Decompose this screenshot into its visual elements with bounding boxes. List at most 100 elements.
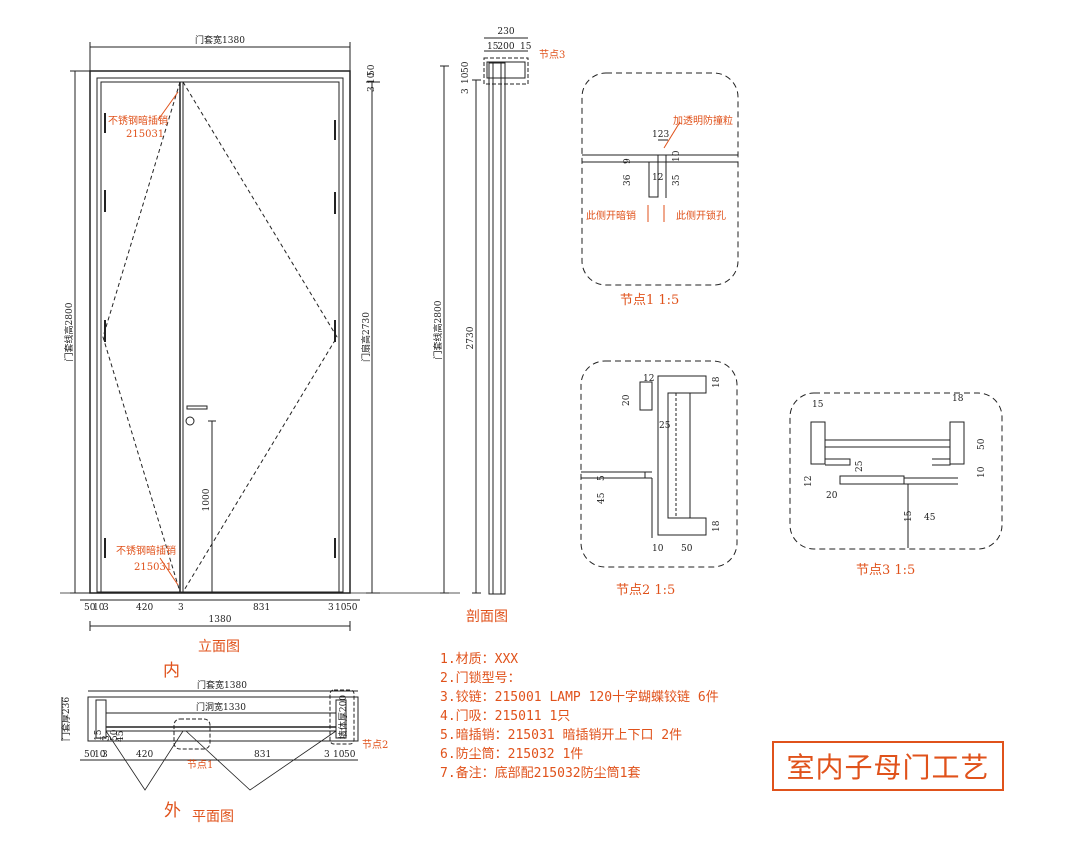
svg-text:10: 10 (977, 466, 987, 478)
elevation-total-width: 1380 (209, 615, 232, 625)
section-sub-dims: 15 200 15 (487, 42, 532, 52)
svg-text:50: 50 (461, 61, 471, 73)
note-item: 7.备注：底部配215032防尘筒1套 (440, 766, 641, 781)
svg-text:10: 10 (333, 750, 345, 760)
plan-side-in: 内 (163, 661, 180, 681)
section-height: 2730 (466, 326, 476, 349)
svg-text:50: 50 (84, 750, 96, 760)
svg-text:12: 12 (643, 374, 654, 384)
elevation-right-top-dims: 50 10 3 (367, 64, 377, 92)
elevation-frame-height: 门套线高2800 (63, 302, 75, 361)
svg-text:10: 10 (94, 750, 106, 760)
svg-text:10: 10 (461, 72, 471, 84)
svg-text:15: 15 (487, 42, 499, 52)
svg-text:420: 420 (136, 603, 153, 613)
node1-label-right: 此侧开锁孔 (676, 209, 726, 222)
elevation-bolt-bottom-code: 215031 (134, 562, 172, 573)
elevation-bolt-top-label: 不锈钢暗插销 (108, 114, 168, 127)
note-item: 3.铰链：215001 LAMP 120十字蝴蝶铰链 6件 (440, 690, 719, 705)
svg-text:10: 10 (672, 150, 682, 162)
node2-detail (580, 360, 738, 568)
node3-detail (789, 392, 1003, 550)
svg-text:45: 45 (116, 730, 126, 742)
section-node-ref: 节点3 (539, 49, 565, 61)
plan-title: 平面图 (192, 809, 234, 825)
plan-dims: 50 10 3 45 420 831 3 10 50 (84, 730, 356, 760)
svg-text:9: 9 (623, 158, 633, 164)
plan-node1-ref: 节点1 (187, 759, 213, 771)
plan-side-out: 外 (164, 801, 181, 821)
svg-text:12: 12 (652, 173, 663, 183)
node1-label-left: 此侧开暗销 (586, 209, 636, 222)
note-item: 6.防尘筒：215032 1件 (440, 747, 584, 762)
svg-text:50: 50 (84, 603, 96, 613)
svg-text:25: 25 (855, 460, 865, 472)
svg-text:123: 123 (652, 130, 669, 140)
svg-text:50: 50 (344, 750, 356, 760)
section-width: 230 (497, 27, 514, 37)
node1-dims: 123 9 10 36 12 35 (623, 130, 682, 186)
title-block: 室内子母门工艺 (772, 741, 1004, 791)
drawing-title: 室内子母门工艺 (786, 751, 990, 784)
plan-left-dims: 15 3 50 (94, 729, 120, 741)
plan-wall-thickness: 墙体厚200 (337, 695, 349, 739)
node3-dims: 15 18 50 25 10 12 20 15 45 (804, 394, 987, 523)
svg-text:420: 420 (136, 750, 153, 760)
notes-list: 1.材质：XXX 2.门锁型号： 3.铰链：215001 LAMP 120十字蝴… (440, 650, 770, 783)
elevation-bolt-bottom-label: 不锈钢暗插销 (116, 544, 176, 557)
svg-text:5: 5 (597, 475, 607, 481)
svg-text:3: 3 (324, 750, 330, 760)
svg-text:50: 50 (110, 729, 120, 741)
plan-frame-thickness: 门套厚236 (60, 697, 72, 741)
elevation-leaf-height: 门扇高2730 (360, 312, 372, 362)
plan-view (61, 689, 359, 791)
node2-dims: 12 18 20 25 5 45 18 10 50 (597, 374, 722, 554)
svg-text:15: 15 (520, 42, 532, 52)
elevation-handle-height: 1000 (202, 488, 212, 511)
plan-node2-ref: 节点2 (362, 739, 388, 751)
svg-text:3: 3 (102, 750, 108, 760)
svg-text:20: 20 (622, 394, 632, 406)
svg-text:45: 45 (924, 513, 936, 523)
elevation-view (60, 42, 460, 631)
svg-text:18: 18 (952, 394, 964, 404)
svg-text:36: 36 (623, 174, 633, 186)
svg-text:3: 3 (461, 88, 471, 94)
plan-frame-width: 门套宽1380 (197, 679, 247, 691)
svg-text:15: 15 (812, 400, 824, 410)
svg-text:3: 3 (178, 603, 184, 613)
svg-text:20: 20 (826, 491, 838, 501)
svg-text:831: 831 (254, 750, 271, 760)
note-item: 2.门锁型号： (440, 671, 521, 686)
svg-text:10: 10 (335, 603, 347, 613)
node1-caption: 节点1 1:5 (620, 293, 679, 308)
svg-text:3: 3 (102, 735, 112, 741)
svg-text:35: 35 (672, 174, 682, 186)
svg-text:25: 25 (659, 421, 671, 431)
svg-text:10: 10 (652, 544, 664, 554)
svg-text:10: 10 (367, 72, 377, 84)
node1-detail (581, 72, 739, 286)
elevation-title: 立面图 (198, 639, 240, 655)
section-top-dims: 50 10 3 (461, 61, 471, 94)
svg-text:18: 18 (712, 520, 722, 532)
svg-text:50: 50 (977, 438, 987, 450)
svg-text:831: 831 (253, 603, 270, 613)
elevation-frame-width: 门套宽1380 (195, 34, 245, 46)
note-item: 1.材质：XXX (440, 652, 519, 667)
svg-text:3: 3 (103, 603, 109, 613)
svg-text:50: 50 (346, 603, 358, 613)
note-item: 4.门吸：215011 1只 (440, 709, 571, 724)
svg-text:15: 15 (904, 510, 914, 522)
elevation-bottom-dims: 50 10 3 420 3 831 3 10 50 (84, 603, 358, 613)
node1-label-top: 加透明防撞粒 (673, 114, 733, 127)
svg-text:50: 50 (681, 544, 693, 554)
plan-opening-width: 门洞宽1330 (196, 701, 246, 713)
section-title: 剖面图 (466, 609, 508, 625)
section-height-label: 门套线高2800 (432, 300, 444, 359)
section-view (440, 37, 529, 595)
svg-text:45: 45 (597, 492, 607, 504)
svg-text:3: 3 (328, 603, 334, 613)
svg-text:200: 200 (497, 42, 514, 52)
